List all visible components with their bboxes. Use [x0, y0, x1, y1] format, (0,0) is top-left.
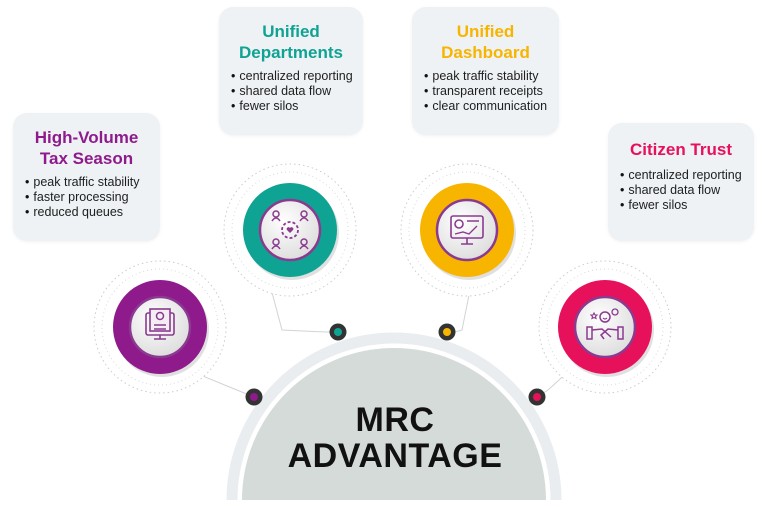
orbit-inner-tax-season	[101, 268, 219, 386]
icon-part	[300, 210, 308, 218]
bullet-item: shared data flow	[620, 183, 754, 198]
title-line: Unified	[456, 22, 515, 41]
bullet-list: centralized reporting shared data flow f…	[608, 168, 754, 213]
title-line: Dashboard	[441, 43, 530, 62]
card-title: Unified Dashboard	[412, 21, 559, 63]
bullet-item: fewer silos	[231, 99, 363, 114]
icon-part	[299, 245, 309, 250]
arc-dot-center-tax-season	[250, 393, 258, 401]
title-line: Citizen Trust	[629, 140, 732, 159]
bullet-item: centralized reporting	[620, 168, 754, 183]
bullet-item: peak traffic stability	[424, 69, 559, 84]
orbit-inner-unified-departments	[231, 171, 349, 289]
bullet-item: peak traffic stability	[25, 175, 160, 190]
card-title: Citizen Trust	[608, 139, 754, 160]
document-monitor-icon	[145, 308, 175, 340]
icon-part	[591, 328, 619, 340]
center-title-line1: MRC	[355, 401, 435, 439]
card-title: Unified Departments	[219, 21, 363, 63]
bullet-list: centralized reporting shared data flow f…	[219, 69, 363, 114]
center-title-line2: ADVANTAGE	[287, 437, 503, 475]
title-line: Tax Season	[39, 149, 134, 168]
icon-part	[299, 217, 309, 222]
bullet-item: faster processing	[25, 190, 160, 205]
dashboard-monitor-icon	[450, 215, 484, 245]
icon-part	[454, 225, 478, 235]
arc-dot-center-citizen-trust	[533, 393, 541, 401]
arc-dot-center-unified-dashboard	[443, 328, 451, 336]
card-citizen-trust: Citizen Trust centralized reporting shar…	[608, 123, 754, 241]
team-gear-icon	[271, 210, 309, 250]
icon-part	[300, 238, 308, 246]
icon-part	[602, 317, 608, 320]
orbit-inner-citizen-trust	[546, 268, 664, 386]
title-line: High-Volume	[34, 128, 139, 147]
icon-part	[589, 311, 599, 320]
icon-part	[611, 308, 619, 316]
icon-part	[271, 245, 281, 250]
node-inner-citizen-trust	[573, 295, 637, 359]
icon-part	[586, 326, 593, 340]
node-inner-unified-dashboard	[435, 198, 499, 262]
arc-track	[226, 332, 562, 501]
card-title: High-Volume Tax Season	[13, 127, 160, 169]
bullet-item: shared data flow	[231, 84, 363, 99]
bullet-list: peak traffic stability faster processing…	[13, 175, 160, 220]
orbit-inner-unified-dashboard	[408, 171, 526, 289]
icon-part	[155, 311, 165, 321]
icon-part	[281, 221, 299, 239]
card-tax-season: High-Volume Tax Season peak traffic stab…	[13, 113, 160, 241]
title-line: Unified	[262, 22, 320, 41]
icon-part	[461, 238, 473, 245]
bullet-list: peak traffic stability transparent recei…	[412, 69, 559, 114]
bullet-item: transparent receipts	[424, 84, 559, 99]
icon-part	[154, 335, 166, 340]
arc-dot-center-unified-departments	[334, 328, 342, 336]
card-unified-dashboard: Unified Dashboard peak traffic stability…	[412, 7, 559, 135]
bullet-item: centralized reporting	[231, 69, 363, 84]
center-title: MRC ADVANTAGE	[240, 402, 550, 474]
title-line: Departments	[239, 43, 343, 62]
bullet-item: clear communication	[424, 99, 559, 114]
center-semicircle	[242, 348, 546, 500]
icon-part	[286, 227, 294, 233]
icon-part	[271, 217, 281, 222]
handshake-smile-icon	[586, 308, 624, 340]
icon-part	[454, 219, 464, 229]
card-unified-departments: Unified Departments centralized reportin…	[219, 7, 363, 135]
icon-part	[272, 210, 280, 218]
icon-part	[617, 326, 624, 340]
bullet-item: reduced queues	[25, 205, 160, 220]
icon-part	[599, 311, 611, 323]
bullet-item: fewer silos	[620, 198, 754, 213]
icon-part	[272, 238, 280, 246]
